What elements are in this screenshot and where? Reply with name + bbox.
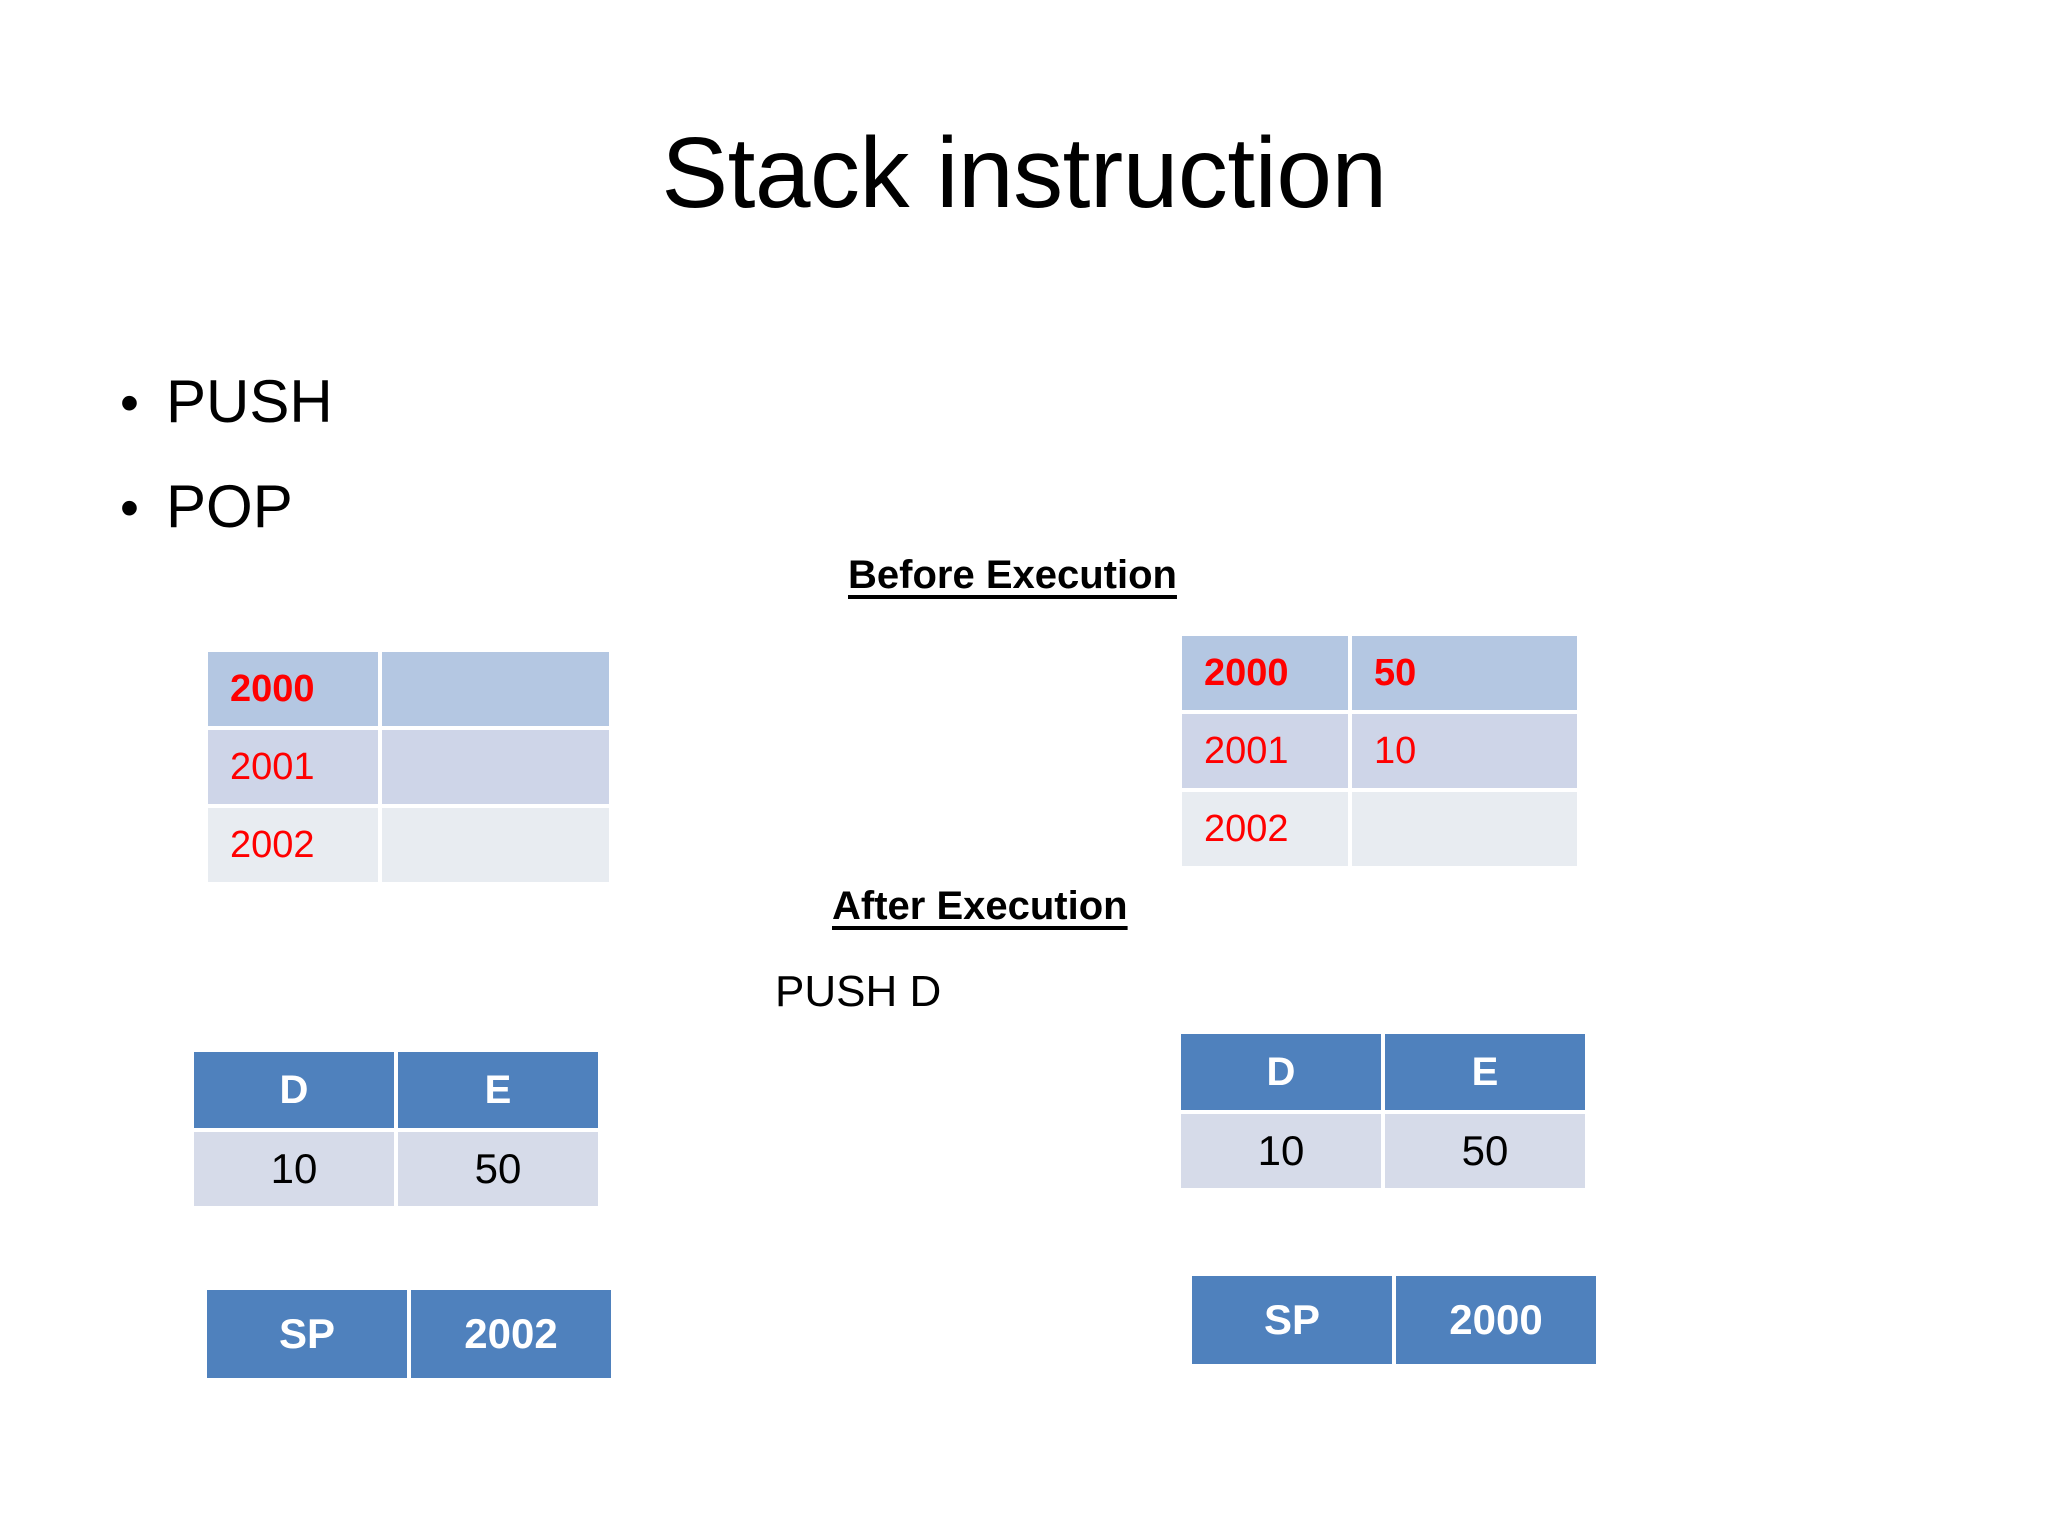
memory-address-cell: 2001 [208,730,378,804]
bullet-label-push: PUSH [166,368,333,435]
stack-pointer-label: SP [207,1290,407,1378]
register-value-d: 10 [1181,1114,1381,1188]
bullet-label-pop: POP [166,473,293,540]
memory-value-cell: 10 [1352,714,1577,788]
register-value-e: 50 [398,1132,598,1206]
register-table-before: D E 10 50 [190,1048,602,1210]
register-table-after: D E 10 50 [1177,1030,1589,1192]
stack-pointer-table-after: SP 2000 [1188,1272,1600,1368]
bullet-list: • PUSH • POP [120,370,740,580]
register-header-e: E [1385,1034,1585,1110]
memory-value-cell [382,652,609,726]
list-item: • PUSH [120,370,740,433]
memory-address-cell: 2000 [208,652,378,726]
memory-table-before: 2000 2001 2002 [204,648,613,886]
memory-address-cell: 2002 [1182,792,1348,866]
table-row: 2000 [208,652,609,726]
stack-pointer-value: 2000 [1396,1276,1596,1364]
stack-pointer-value: 2002 [411,1290,611,1378]
memory-value-cell [382,730,609,804]
table-row: 2001 10 [1182,714,1577,788]
memory-value-cell: 50 [1352,636,1577,710]
bullet-point-icon: • [120,478,139,538]
memory-value-cell [382,808,609,882]
register-header-e: E [398,1052,598,1128]
memory-address-cell: 2002 [208,808,378,882]
table-row: 2002 [208,808,609,882]
memory-address-cell: 2001 [1182,714,1348,788]
table-row: 10 50 [1181,1114,1585,1188]
table-header-row: D E [194,1052,598,1128]
table-row: 2002 [1182,792,1577,866]
table-row: SP 2000 [1192,1276,1596,1364]
table-row: 2001 [208,730,609,804]
table-row: SP 2002 [207,1290,611,1378]
register-header-d: D [1181,1034,1381,1110]
memory-table-after: 2000 50 2001 10 2002 [1178,632,1581,870]
list-item: • POP [120,475,740,538]
register-value-e: 50 [1385,1114,1585,1188]
table-header-row: D E [1181,1034,1585,1110]
memory-address-cell: 2000 [1182,636,1348,710]
table-row: 10 50 [194,1132,598,1206]
stack-pointer-table-before: SP 2002 [203,1286,615,1382]
register-header-d: D [194,1052,394,1128]
page-title: Stack instruction [661,117,1387,229]
register-value-d: 10 [194,1132,394,1206]
after-execution-label: After Execution [832,884,1128,928]
bullet-point-icon: • [120,373,139,433]
instruction-label-push-d: PUSH D [775,967,942,1016]
stack-pointer-label: SP [1192,1276,1392,1364]
memory-value-cell [1352,792,1577,866]
table-row: 2000 50 [1182,636,1577,710]
before-execution-label: Before Execution [848,553,1177,597]
